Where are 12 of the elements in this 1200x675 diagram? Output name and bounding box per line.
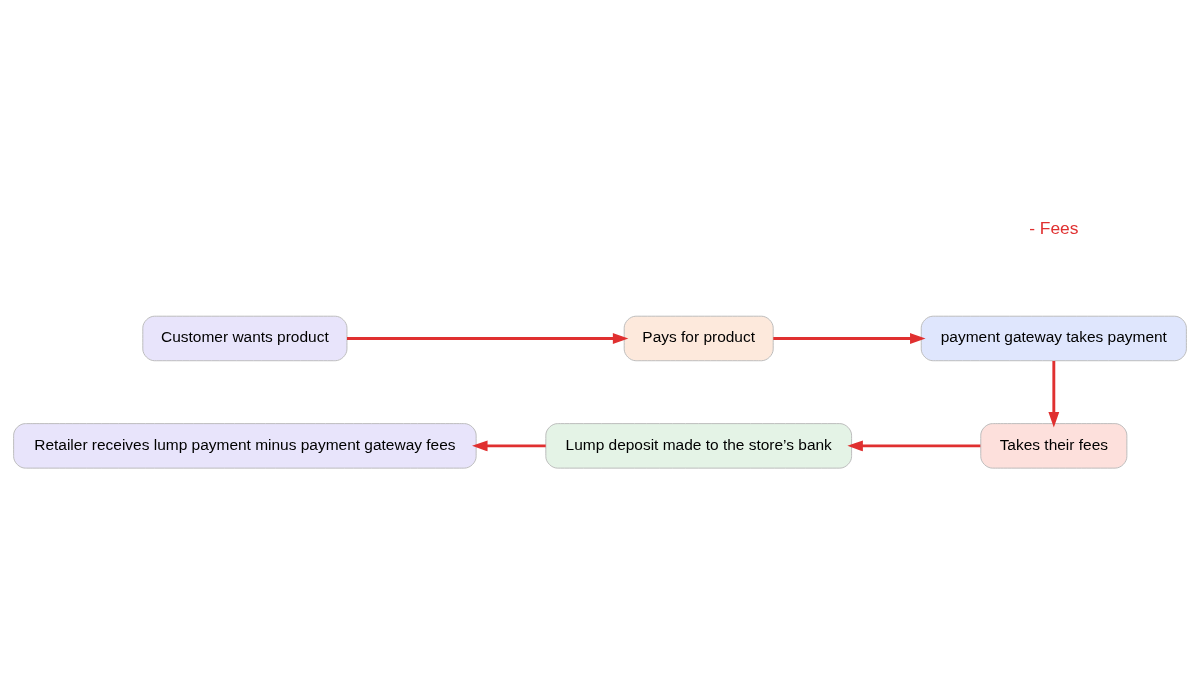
- arrow: [847, 440, 981, 452]
- arrow: [1048, 361, 1060, 428]
- node-box: Customer wants product: [142, 315, 348, 362]
- arrow: [773, 333, 926, 344]
- node-box: Retailer receives lump payment minus payment gateway fees: [13, 423, 477, 469]
- node-box: payment gateway takes payment: [920, 315, 1187, 362]
- node-box: Takes their fees: [980, 423, 1128, 469]
- arrow: [472, 440, 546, 452]
- arrow: [347, 333, 629, 344]
- node-box: Pays for product: [623, 315, 774, 362]
- node-box: Lump deposit made to the store’s bank: [545, 423, 853, 469]
- label: - Fees: [1029, 218, 1079, 239]
